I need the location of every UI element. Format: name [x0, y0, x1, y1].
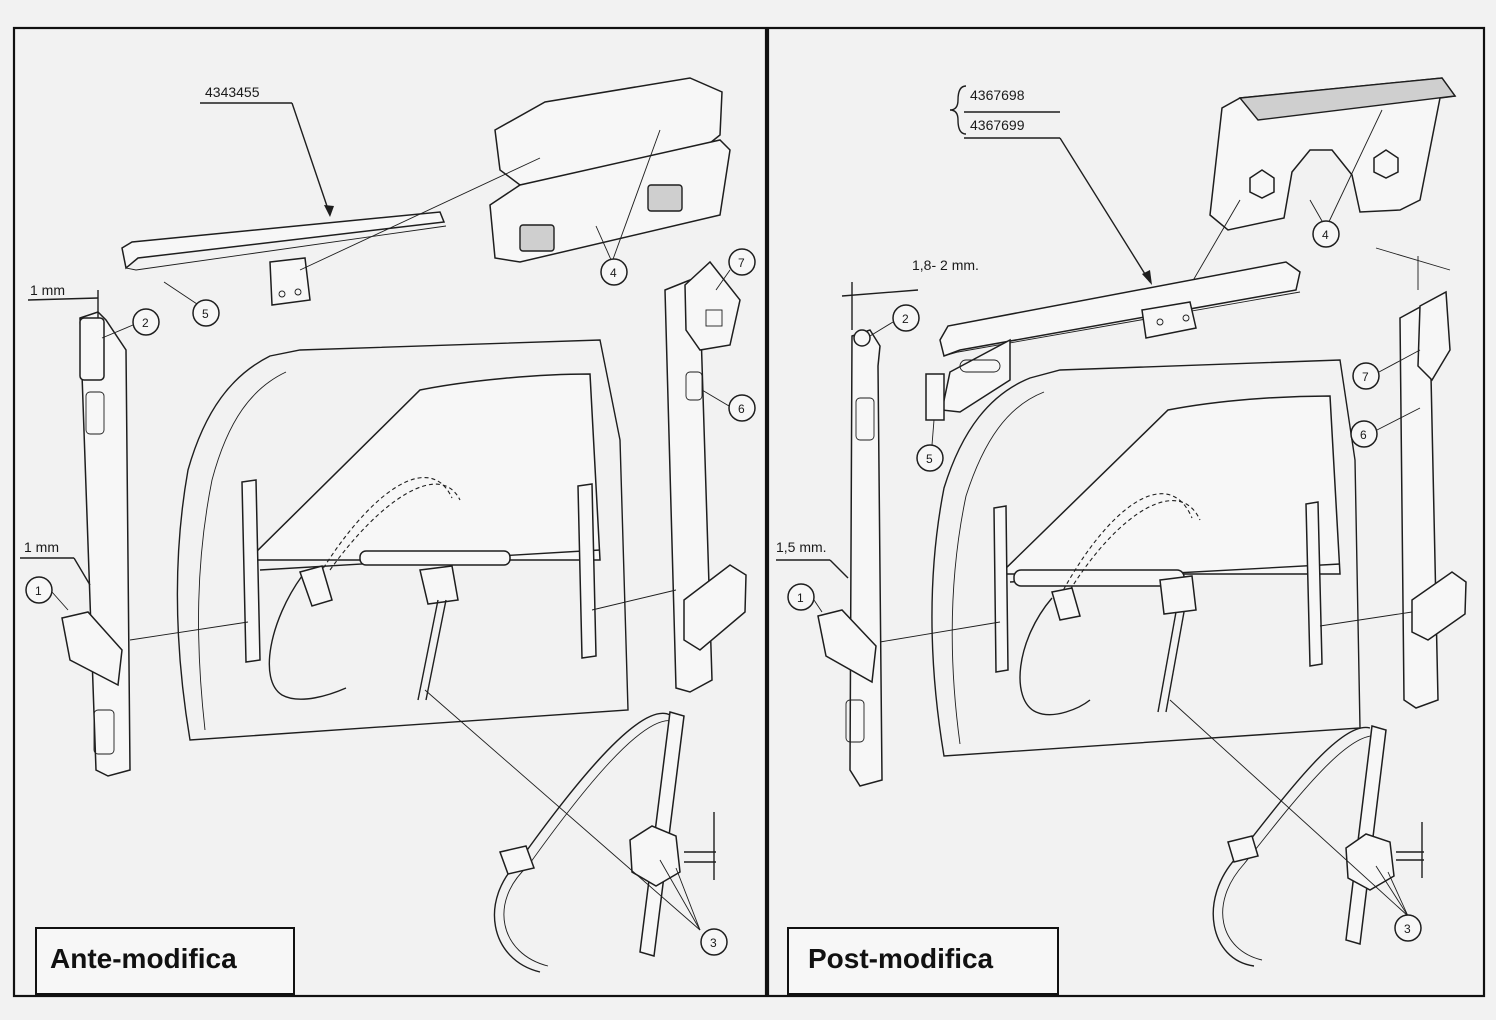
svg-text:7: 7	[738, 256, 745, 270]
right-caption-box	[787, 927, 1059, 995]
left-caption-box	[35, 927, 295, 995]
right-part-number-2: 4367699	[970, 117, 1025, 133]
left-caption: Ante-modifica	[50, 943, 237, 974]
svg-text:2: 2	[902, 312, 909, 326]
left-callout-7: 7	[715, 248, 756, 291]
svg-text:3: 3	[1404, 922, 1411, 936]
left-guide-rail-5	[121, 211, 446, 270]
left-panel: 4343455 1 mm 1 mm	[20, 77, 756, 995]
left-front-channel	[241, 479, 261, 663]
right-part-number-1: 4367698	[970, 87, 1025, 103]
svg-text:4: 4	[1322, 228, 1329, 242]
right-guide-rail-5	[939, 261, 1301, 357]
left-callout-3: 3	[700, 928, 728, 956]
left-gap-top: 1 mm	[30, 282, 65, 298]
svg-text:7: 7	[1362, 370, 1369, 384]
right-door-outline	[931, 359, 1361, 757]
svg-text:1: 1	[35, 584, 42, 598]
right-callout-3: 3	[1394, 914, 1422, 942]
right-callout-6: 6	[1350, 407, 1421, 448]
right-callout-7: 7	[1352, 349, 1421, 390]
left-part-number: 4343455	[205, 84, 260, 100]
svg-text:5: 5	[926, 452, 933, 466]
left-callout-4: 4	[600, 258, 628, 286]
left-rear-channel	[577, 483, 597, 659]
right-callout-2: 2	[869, 304, 920, 337]
svg-text:6: 6	[1360, 428, 1367, 442]
left-door-outline	[176, 339, 629, 741]
svg-text:2: 2	[142, 316, 149, 330]
left-lift-bar	[359, 550, 511, 566]
left-front-pillar	[79, 311, 131, 777]
svg-text:5: 5	[202, 307, 209, 321]
right-gap-top: 1,8- 2 mm.	[912, 257, 979, 273]
left-gap-bottom: 1 mm	[24, 539, 59, 555]
right-panel: 4367698 4367699 1,8- 2 mm. 1,5 mm.	[776, 77, 1467, 995]
right-front-channel	[993, 505, 1009, 673]
svg-text:4: 4	[610, 266, 617, 280]
right-panel-frame	[766, 26, 1486, 998]
svg-text:6: 6	[738, 402, 745, 416]
left-callout-6: 6	[701, 389, 756, 422]
right-callout-1: 1	[787, 583, 823, 613]
svg-text:3: 3	[710, 936, 717, 950]
left-panel-frame	[12, 26, 768, 998]
svg-text:1: 1	[797, 591, 804, 605]
right-rear-channel	[1305, 501, 1323, 667]
right-callout-4: 4	[1312, 220, 1340, 248]
right-callout-5: 5	[916, 419, 944, 472]
left-callout-1: 1	[25, 576, 69, 611]
left-callout-2: 2	[101, 308, 160, 339]
right-gap-bottom: 1,5 mm.	[776, 539, 827, 555]
right-lift-bar	[1013, 569, 1185, 587]
right-caption: Post-modifica	[808, 943, 994, 974]
left-callout-5: 5	[192, 299, 220, 327]
